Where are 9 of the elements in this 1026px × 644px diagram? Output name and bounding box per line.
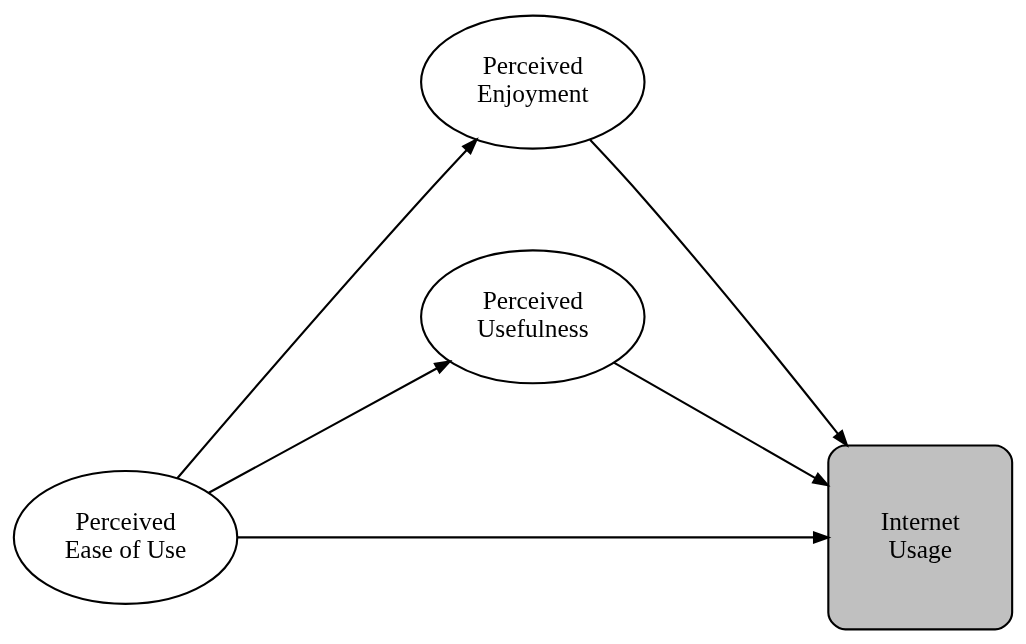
node-ellipse: Perceived Ease of Use xyxy=(12,469,239,605)
arrow xyxy=(208,359,453,494)
arrow xyxy=(237,530,832,544)
arrow xyxy=(613,361,831,487)
node-ellipse: Perceived Enjoyment xyxy=(420,14,646,150)
node-ellipse: Perceived Usefulness xyxy=(420,248,646,384)
arrow xyxy=(176,136,479,479)
arrow xyxy=(589,138,849,448)
node-box: Internet Usage xyxy=(827,443,1014,630)
